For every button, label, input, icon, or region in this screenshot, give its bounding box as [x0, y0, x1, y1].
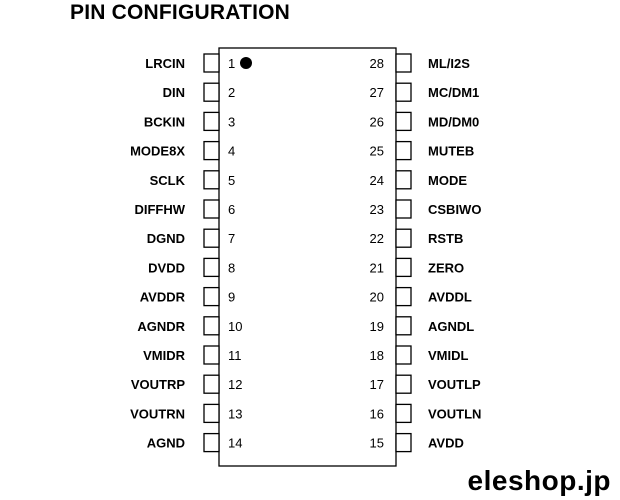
pin-name-24: MODE	[428, 173, 467, 188]
pin-number-16: 16	[370, 406, 384, 421]
pin-number-1: 1	[228, 56, 235, 71]
pin-number-19: 19	[370, 319, 384, 334]
pin-name-17: VOUTLP	[428, 377, 481, 392]
pin-name-20: AVDDL	[428, 290, 472, 305]
page-title: PIN CONFIGURATION	[70, 1, 291, 24]
pin-pad-20	[395, 286, 412, 307]
pin-pad-26	[395, 111, 412, 132]
pin-number-8: 8	[228, 260, 235, 275]
pin-name-21: ZERO	[428, 260, 464, 275]
pin-pad-17	[395, 374, 412, 394]
pin-number-3: 3	[228, 114, 235, 129]
pin-name-6: DIFFHW	[134, 202, 185, 217]
pin-pad-28	[395, 53, 412, 73]
pin-number-27: 27	[370, 85, 384, 100]
pin-number-13: 13	[228, 406, 242, 421]
pin-pad-18	[395, 345, 412, 365]
pin-name-9: AVDDR	[140, 290, 186, 305]
pin-pad-12	[203, 374, 220, 394]
pin-pad-27	[395, 82, 412, 102]
pin-number-4: 4	[228, 144, 235, 159]
pin-number-2: 2	[228, 85, 235, 100]
pin-pad-8	[203, 257, 220, 278]
pin-name-3: BCKIN	[144, 114, 185, 129]
pin-number-18: 18	[370, 348, 384, 363]
pin-pad-11	[203, 345, 220, 365]
pin-number-22: 22	[370, 231, 384, 246]
pin-name-1: LRCIN	[145, 56, 185, 71]
pin-pad-5	[203, 170, 220, 190]
pin-number-21: 21	[370, 260, 384, 275]
pin-pad-9	[203, 286, 220, 307]
pin-name-2: DIN	[163, 85, 185, 100]
pin-pad-6	[203, 199, 220, 219]
pin-pad-21	[395, 257, 412, 278]
pin-pad-23	[395, 199, 412, 219]
pin-name-14: AGND	[147, 436, 185, 451]
pin-name-18: VMIDL	[428, 348, 469, 363]
pin-name-16: VOUTLN	[428, 406, 481, 421]
pin-pad-22	[395, 228, 412, 248]
pin-name-7: DGND	[147, 231, 185, 246]
pin-pad-24	[395, 170, 412, 190]
watermark-logo: eleshop.jp	[467, 465, 611, 496]
pin-name-12: VOUTRP	[131, 377, 186, 392]
pin-name-11: VMIDR	[143, 348, 186, 363]
pin-number-26: 26	[370, 114, 384, 129]
pin-name-22: RSTB	[428, 231, 463, 246]
pin-name-4: MODE8X	[130, 144, 185, 159]
pin-pad-16	[395, 403, 412, 424]
pin-pad-7	[203, 228, 220, 248]
pin-pad-4	[203, 140, 220, 161]
pin-number-17: 17	[370, 377, 384, 392]
pin-number-15: 15	[370, 436, 384, 451]
pin-number-5: 5	[228, 173, 235, 188]
pin-pad-1	[203, 53, 220, 73]
pin-number-23: 23	[370, 202, 384, 217]
chip-body	[218, 47, 397, 467]
pin-number-6: 6	[228, 202, 235, 217]
pin-pad-2	[203, 82, 220, 102]
pin-pad-3	[203, 111, 220, 132]
pin-name-28: ML/I2S	[428, 56, 470, 71]
pin-name-23: CSBIWO	[428, 202, 481, 217]
pin-name-13: VOUTRN	[130, 406, 185, 421]
pin-number-25: 25	[370, 144, 384, 159]
pin1-marker-dot	[240, 57, 252, 69]
pin-number-10: 10	[228, 319, 242, 334]
pin-number-28: 28	[370, 56, 384, 71]
pin-name-19: AGNDL	[428, 319, 474, 334]
pin-number-14: 14	[228, 436, 242, 451]
pin-pad-25	[395, 140, 412, 161]
pin-number-20: 20	[370, 290, 384, 305]
pin-pad-10	[203, 316, 220, 336]
pin-name-8: DVDD	[148, 260, 185, 275]
pin-name-15: AVDD	[428, 436, 464, 451]
pin-pad-19	[395, 316, 412, 336]
pin-number-11: 11	[228, 348, 242, 363]
pin-name-25: MUTEB	[428, 144, 474, 159]
pin-pad-14	[203, 432, 220, 453]
pin-number-12: 12	[228, 377, 242, 392]
pin-pad-13	[203, 403, 220, 424]
pin-pad-15	[395, 432, 412, 453]
pin-name-10: AGNDR	[137, 319, 185, 334]
pin-number-9: 9	[228, 290, 235, 305]
pin-name-27: MC/DM1	[428, 85, 479, 100]
pin-name-5: SCLK	[150, 173, 186, 188]
pin-number-7: 7	[228, 231, 235, 246]
pin-name-26: MD/DM0	[428, 114, 479, 129]
pin-number-24: 24	[370, 173, 384, 188]
